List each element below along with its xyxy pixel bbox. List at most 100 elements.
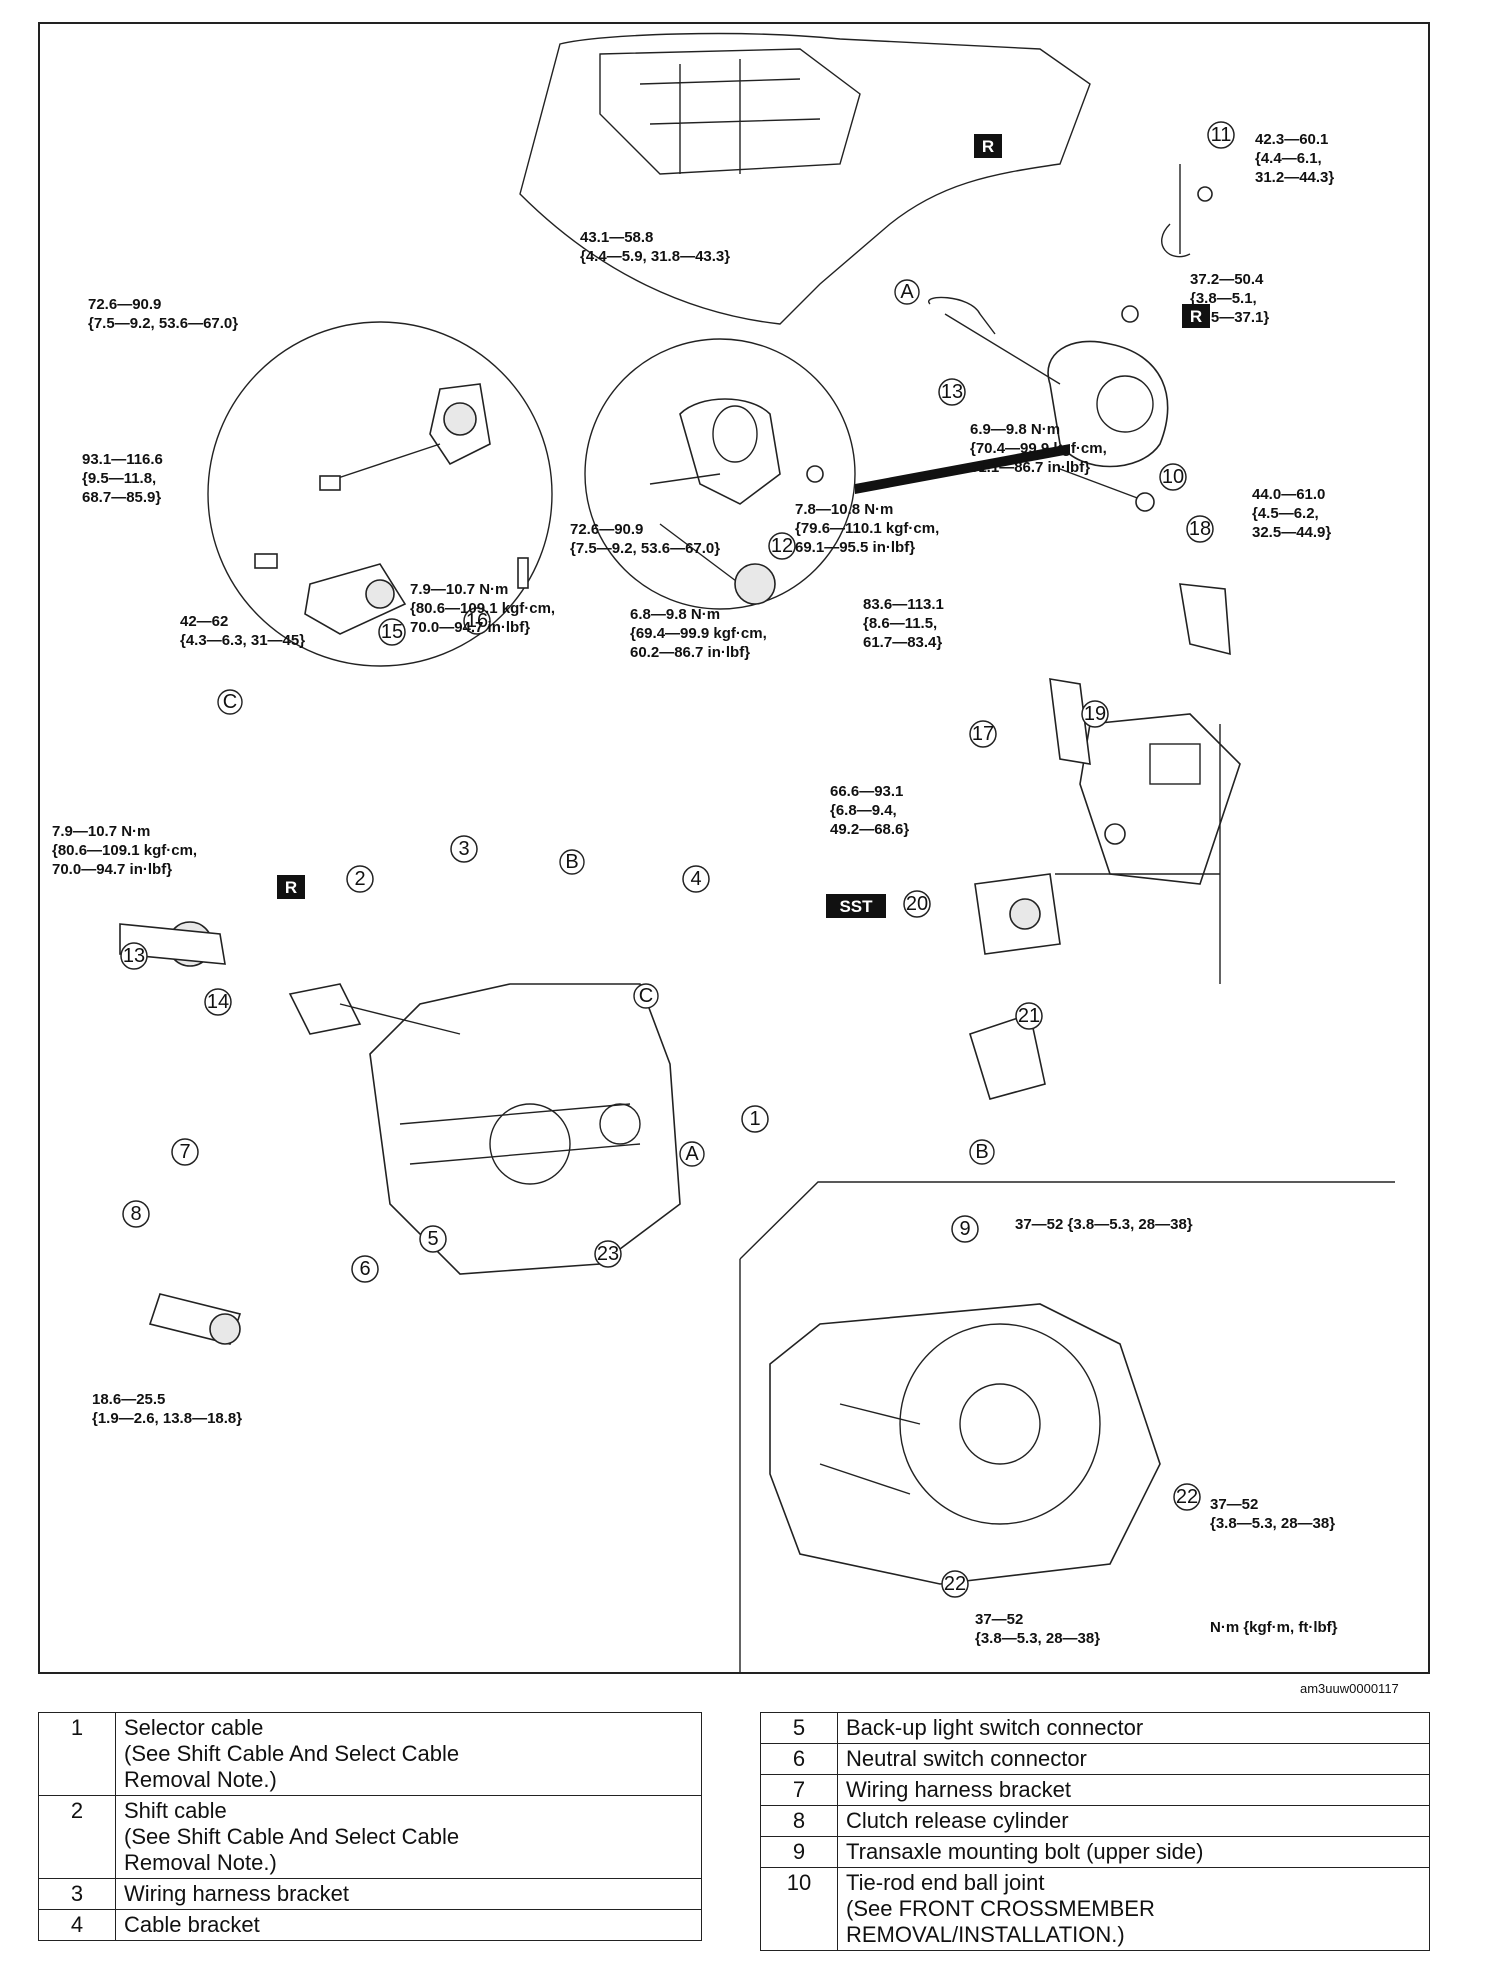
tag-r: R xyxy=(1182,304,1210,328)
torque-spec-t21: 66.6—93.1{6.8—9.4,49.2—68.6} xyxy=(830,783,909,838)
torque-line: 68.7—85.9} xyxy=(82,489,161,506)
torque-spec-t9: 37—52 {3.8—5.3, 28—38} xyxy=(1015,1216,1193,1233)
legend-number: 8 xyxy=(760,1805,838,1837)
torque-line: 70.0—94.7 in·lbf} xyxy=(410,619,530,636)
callout-11: 11 xyxy=(1207,121,1235,149)
tag-r: R xyxy=(277,875,305,899)
torque-line: {3.8—5.1, xyxy=(1190,290,1257,307)
callout-number: 17 xyxy=(972,723,994,745)
torque-line: 70.0—94.7 in·lbf} xyxy=(52,861,172,878)
legend-number: 7 xyxy=(760,1774,838,1806)
legend-note: (See FRONT CROSSMEMBER xyxy=(846,1896,1155,1921)
torque-line: 37.2—50.4 xyxy=(1190,271,1264,288)
callout-circle xyxy=(450,835,478,863)
legend-text: Back-up light switch connector xyxy=(846,1715,1144,1740)
callout-number: 22 xyxy=(944,1573,966,1595)
legend-note: Removal Note.) xyxy=(124,1850,277,1875)
letter-circle xyxy=(633,983,659,1009)
legend-description: Wiring harness bracket xyxy=(115,1878,702,1910)
letter-text: B xyxy=(565,851,578,873)
torque-line: 37—52 xyxy=(1210,1496,1258,1513)
callout-12: 12 xyxy=(768,532,796,560)
torque-line: {70.4—99.9 kgf·cm, xyxy=(970,440,1107,457)
legend-number: 3 xyxy=(38,1878,116,1910)
torque-line: 7.9—10.7 N·m xyxy=(410,581,508,598)
reference-letter-A1: A xyxy=(894,279,920,305)
torque-spec-t7: 7.9—10.7 N·m{80.6—109.1 kgf·cm,70.0—94.7… xyxy=(52,823,197,878)
legend-row: 3 Wiring harness bracket xyxy=(38,1878,702,1910)
torque-line: 60.2—86.7 in·lbf} xyxy=(630,644,750,661)
letter-circle xyxy=(559,849,585,875)
torque-line: {7.5—9.2, 53.6—67.0} xyxy=(570,540,720,557)
torque-spec-t16b: 72.6—90.9{7.5—9.2, 53.6—67.0} xyxy=(570,521,720,557)
callout-circle xyxy=(204,988,232,1016)
callout-number: 13 xyxy=(941,381,963,403)
torque-spec-t18: 44.0—61.0{4.5—6.2,32.5—44.9} xyxy=(1252,486,1331,541)
callout-circle xyxy=(903,890,931,918)
torque-line: {4.5—6.2, xyxy=(1252,505,1319,522)
callout-circle xyxy=(941,1570,969,1598)
callout-22: 22 xyxy=(1173,1483,1201,1511)
tag-box xyxy=(277,875,305,899)
callout-17: 17 xyxy=(969,720,997,748)
callout-13: 13 xyxy=(120,942,148,970)
callout-circle xyxy=(951,1215,979,1243)
callout-circle xyxy=(594,1240,622,1268)
transaxle-mount-bracket xyxy=(969,583,1241,1100)
torque-line: 72.6—90.9 xyxy=(88,296,161,313)
callout-number: 6 xyxy=(359,1258,370,1280)
callout-9: 9 xyxy=(951,1215,979,1243)
legend-note: Removal Note.) xyxy=(124,1767,277,1792)
torque-line: 37—52 xyxy=(975,1611,1023,1628)
torque-spec-t14: 42—62{4.3—6.3, 31—45} xyxy=(180,613,305,649)
torque-line: 69.1—95.5 in·lbf} xyxy=(795,539,915,556)
units-note: N·m {kgf·m, ft·lbf} xyxy=(1210,1619,1338,1636)
callout-number: 4 xyxy=(690,868,701,890)
callout-5: 5 xyxy=(419,1225,447,1253)
torque-line: {1.9—2.6, 13.8—18.8} xyxy=(92,1410,242,1427)
torque-line: 42.3—60.1 xyxy=(1255,131,1328,148)
legend-text: Clutch release cylinder xyxy=(846,1808,1069,1833)
reference-letter-C2: C xyxy=(633,983,659,1009)
callout-number: 16 xyxy=(466,610,488,632)
torque-spec-t20: 83.6—113.1{8.6—11.5,61.7—83.4} xyxy=(863,596,944,651)
torque-line: 37—52 {3.8—5.3, 28—38} xyxy=(1015,1216,1193,1233)
torque-line: {80.6—109.1 kgf·cm, xyxy=(410,600,555,617)
legend-text: Neutral switch connector xyxy=(846,1746,1087,1771)
callout-circle xyxy=(346,865,374,893)
legend-number: 5 xyxy=(760,1712,838,1744)
torque-line: {4.3—6.3, 31—45} xyxy=(180,632,305,649)
torque-line: {6.8—9.4, xyxy=(830,802,897,819)
legend-description: Transaxle mounting bolt (upper side) xyxy=(837,1836,1430,1868)
torque-line: {8.6—11.5, xyxy=(863,615,937,632)
legend-description: Neutral switch connector xyxy=(837,1743,1430,1775)
reference-letter-B2: B xyxy=(969,1139,995,1165)
legend-number: 2 xyxy=(38,1795,116,1879)
torque-line: 7.8—10.8 N·m xyxy=(795,501,893,518)
letter-text: B xyxy=(975,1141,988,1163)
legend-text: Wiring harness bracket xyxy=(124,1881,349,1906)
transaxle-body xyxy=(119,921,681,1345)
torque-line: 83.6—113.1 xyxy=(863,596,944,613)
torque-line: 32.5—44.9} xyxy=(1252,524,1331,541)
legend-description: Cable bracket xyxy=(115,1909,702,1941)
callout-22: 22 xyxy=(941,1570,969,1598)
reference-letter-C1: C xyxy=(217,689,243,715)
torque-line: 6.9—9.8 N·m xyxy=(970,421,1060,438)
torque-line: 6.8—9.8 N·m xyxy=(630,606,720,623)
legend-number: 1 xyxy=(38,1712,116,1796)
torque-spec-t22a: 37—52{3.8—5.3, 28—38} xyxy=(1210,1496,1335,1532)
torque-line: 49.2—68.6} xyxy=(830,821,909,838)
callout-circle xyxy=(1186,515,1214,543)
callout-15: 15 xyxy=(378,618,406,646)
tag-box xyxy=(826,894,886,918)
engine-outline xyxy=(519,32,1091,325)
tag-text: R xyxy=(1190,307,1202,326)
legend-text: Selector cable xyxy=(124,1715,264,1740)
